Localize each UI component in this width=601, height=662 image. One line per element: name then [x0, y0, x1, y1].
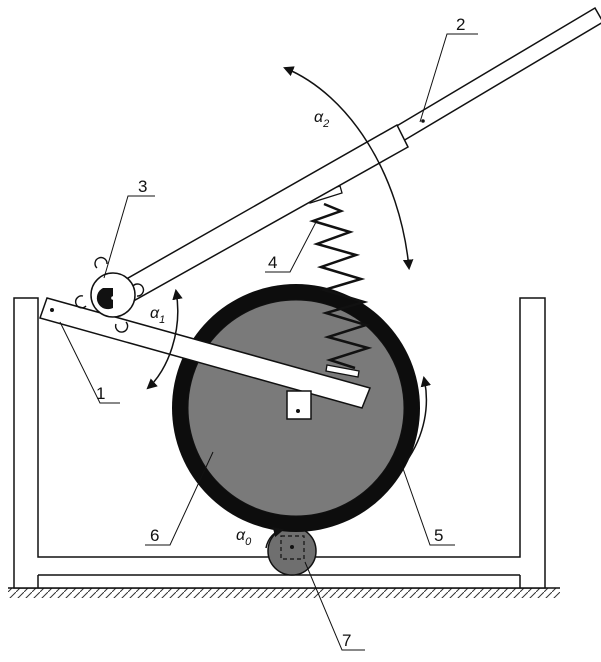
- hinge-lobes: [75, 256, 145, 333]
- inner-bar-dot: [421, 119, 425, 123]
- label-alpha2: α2: [314, 109, 329, 130]
- label-alpha0: α0: [236, 527, 252, 548]
- roller-axle: [290, 545, 294, 549]
- alpha2-arrow: [283, 66, 414, 271]
- leader-4: [265, 221, 317, 273]
- label-part-5: 5: [434, 526, 443, 545]
- label-part-4: 4: [268, 253, 277, 272]
- trough-frame: [13, 297, 546, 589]
- spring-lower-mount: [325, 364, 360, 378]
- alpha1-arrow: [146, 288, 183, 390]
- label-part-3: 3: [138, 177, 147, 196]
- label-part-2: 2: [456, 15, 465, 34]
- ground-hatch: [8, 588, 560, 598]
- leader-5: [399, 459, 455, 546]
- roller-bracket: [280, 535, 305, 560]
- leader-7: [304, 561, 365, 651]
- label-part-6: 6: [150, 526, 159, 545]
- label-alpha1: α1: [150, 305, 165, 326]
- leader-3: [103, 195, 155, 279]
- drum-rotation-arrow: [405, 375, 431, 463]
- alpha0-arrow: [265, 526, 285, 549]
- label-part-1: 1: [96, 384, 105, 403]
- label-part-7: 7: [342, 631, 351, 650]
- leader-2: [419, 33, 478, 123]
- inner-bar: [393, 6, 601, 143]
- lever-arm: [39, 297, 372, 409]
- hinge-pin: [96, 288, 113, 310]
- roller: [267, 526, 317, 576]
- hinge-pin-dot: [111, 296, 115, 300]
- leader-6: [145, 451, 214, 546]
- outer-tube: [98, 123, 409, 315]
- lever-block-dot: [296, 409, 300, 413]
- lever-pivot: [50, 308, 54, 312]
- leader-1: [59, 321, 120, 404]
- lever-block: [286, 390, 312, 420]
